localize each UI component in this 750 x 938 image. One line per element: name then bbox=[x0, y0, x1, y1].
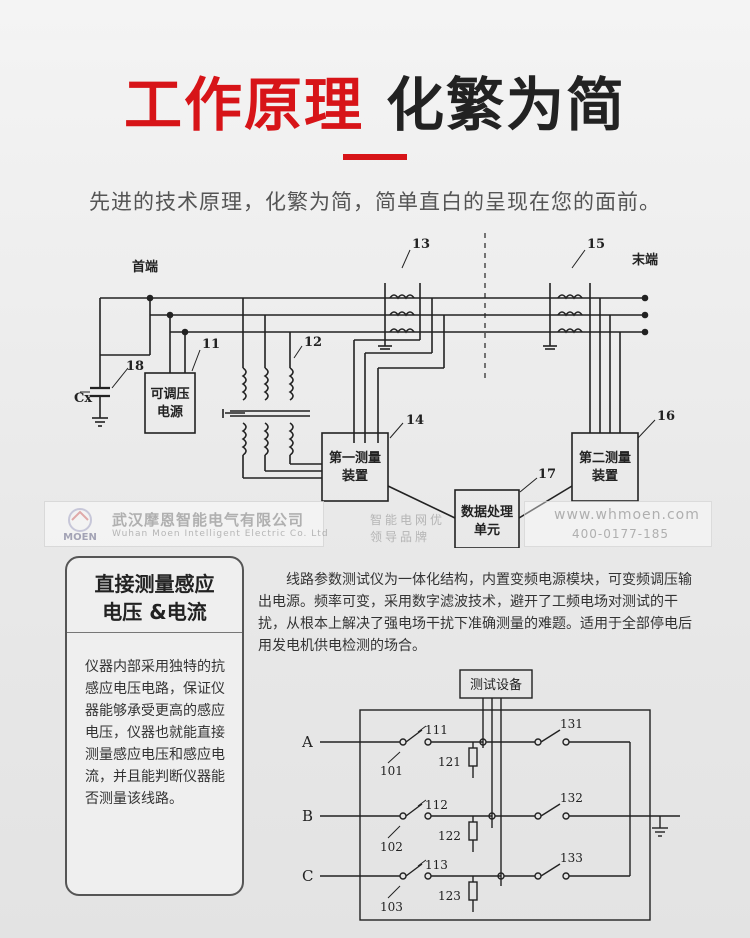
logo-text: MOEN bbox=[63, 532, 97, 542]
ref-12: 12 bbox=[304, 335, 322, 350]
test-equipment-box bbox=[459, 669, 533, 699]
feature-card-body: 仪器内部采用独特的抗感应电压电路，保证仪器能够承受更高的感应电压，仪器也就能直接… bbox=[85, 659, 225, 807]
label-131: 131 bbox=[560, 717, 583, 731]
watermark-box-right bbox=[524, 501, 712, 547]
ref-15: 15 bbox=[587, 237, 605, 252]
device1-label-1: 第一测量 bbox=[329, 450, 381, 466]
device2-label-2: 装置 bbox=[591, 468, 618, 484]
feature-card-title: 直接测量感应 电压 &电流 bbox=[67, 570, 242, 626]
label-123: 123 bbox=[438, 889, 461, 903]
title-dark-part: 化繁为简 bbox=[386, 71, 627, 139]
title-red-part: 工作原理 bbox=[123, 71, 364, 139]
label-112: 112 bbox=[425, 798, 448, 812]
ref-14: 14 bbox=[406, 413, 424, 428]
watermark-tel: 400-0177-185 bbox=[572, 527, 670, 541]
watermark-company-en: Wuhan Moen Intelligent Electric Co. Ltd bbox=[112, 529, 329, 539]
watermark-slogan-1: 智能电网优 bbox=[370, 513, 446, 527]
device1-label-2: 装置 bbox=[341, 468, 368, 484]
device2-label-1: 第二测量 bbox=[579, 450, 631, 466]
page-subtitle: 先进的技术原理，化繁为简，简单直白的呈现在您的面前。 bbox=[89, 190, 661, 214]
current-transformer-13 bbox=[353, 283, 445, 443]
card-title-line-1: 直接测量感应 bbox=[94, 572, 215, 596]
ref-16: 16 bbox=[657, 409, 675, 424]
first-measurement-device bbox=[321, 432, 389, 502]
label-101: 101 bbox=[380, 764, 403, 778]
label-111: 111 bbox=[425, 723, 448, 737]
phase-a-label: A bbox=[301, 733, 313, 751]
ref-18: 18 bbox=[126, 359, 144, 374]
ref-17: 17 bbox=[538, 467, 556, 482]
label-121: 121 bbox=[438, 755, 461, 769]
label-122: 122 bbox=[438, 829, 461, 843]
current-transformer-15 bbox=[543, 283, 621, 433]
company-watermark: MOEN 武汉摩恩智能电气有限公司 Wuhan Moen Intelligent… bbox=[44, 501, 712, 547]
card-divider bbox=[67, 632, 242, 633]
far-end-label: 末端 bbox=[631, 252, 658, 268]
test-equipment-label: 测试设备 bbox=[470, 677, 522, 693]
watermark-slogan: 智能电网优 领导品牌 bbox=[370, 511, 445, 545]
moen-logo-icon: MOEN bbox=[63, 508, 97, 542]
source-label-1: 可调压 bbox=[150, 387, 189, 402]
feature-card: 直接测量感应 电压 &电流 仪器内部采用独特的抗感应电压电路，保证仪器能够承受更… bbox=[65, 556, 244, 896]
abc-phase-wiring-diagram: 测试设备 A B C 111 112 113 131 132 133 101 1… bbox=[301, 669, 680, 921]
second-measurement-device bbox=[571, 432, 639, 502]
watermark-url: www.whmoen.com bbox=[554, 507, 700, 523]
watermark-slogan-2: 领导品牌 bbox=[370, 530, 431, 544]
title-underline bbox=[343, 154, 407, 160]
description-text: 线路参数测试仪为一体化结构，内置变频电源模块，可变频调压输出电源。频率可变，采用… bbox=[258, 572, 692, 654]
label-103: 103 bbox=[380, 900, 403, 914]
dpu-label-2: 单元 bbox=[474, 522, 500, 538]
phase-c-label: C bbox=[302, 867, 313, 885]
watermark-company: 武汉摩恩智能电气有限公司 bbox=[112, 511, 305, 529]
wiring-frame bbox=[359, 709, 651, 921]
data-processing-unit bbox=[454, 489, 520, 548]
ref-13: 13 bbox=[412, 237, 430, 252]
label-132: 132 bbox=[560, 791, 583, 805]
label-133: 133 bbox=[560, 851, 583, 865]
card-title-line-2: 电压 &电流 bbox=[102, 600, 207, 624]
label-113: 113 bbox=[425, 858, 448, 872]
ref-11: 11 bbox=[202, 337, 220, 352]
source-label-2: 电源 bbox=[157, 404, 183, 420]
phase-b-label: B bbox=[302, 807, 313, 825]
label-102: 102 bbox=[380, 840, 403, 854]
transformer-12 bbox=[222, 298, 322, 479]
start-end-label: 首端 bbox=[132, 259, 158, 275]
product-description: 线路参数测试仪为一体化结构，内置变频电源模块，可变频调压输出电源。频率可变，采用… bbox=[258, 569, 692, 657]
line-parameter-circuit-diagram: 首端 末端 Cx 13 15 12 11 18 14 16 17 可调压 电源 … bbox=[74, 233, 675, 548]
page-title: 工作原理化繁为简 bbox=[0, 58, 750, 142]
adjustable-source-box bbox=[144, 372, 196, 434]
dpu-label-1: 数据处理 bbox=[461, 504, 513, 520]
cx-label: Cx bbox=[74, 391, 92, 406]
